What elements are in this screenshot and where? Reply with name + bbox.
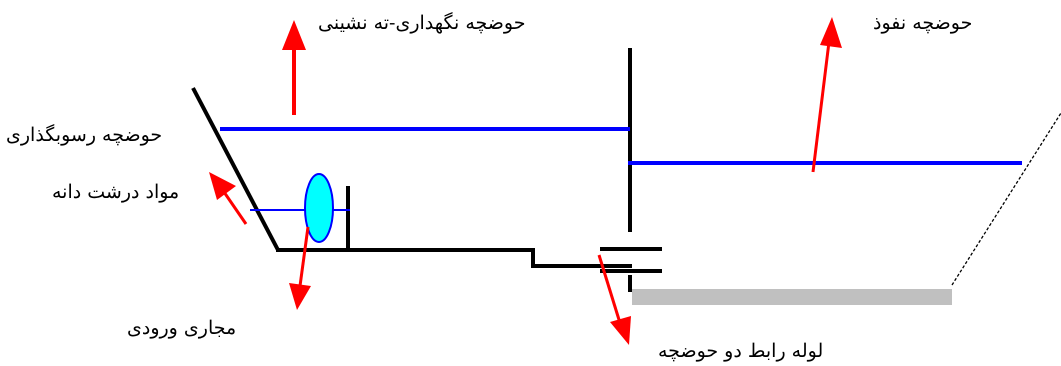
label-infiltration-basin: حوضچه نفوذ <box>873 12 973 34</box>
sedimentation-basin-left-wall <box>191 87 280 251</box>
label-coarse-material: مواد درشت دانه <box>52 181 180 203</box>
arrow-coarse-material <box>209 172 248 225</box>
label-sedimentation-basin: حوضچه رسوبگذاری <box>6 124 163 146</box>
basin-floor <box>276 248 632 268</box>
arrow-storage-label <box>282 20 306 115</box>
infiltration-bed <box>632 289 952 305</box>
label-storage-settling-basin: حوضچه نگهداری-ته نشینی <box>318 12 526 34</box>
arrow-infiltration-label <box>811 17 842 173</box>
arrow-connecting-pipe <box>597 254 631 345</box>
inlet-channel-ellipse <box>304 173 334 243</box>
infiltration-basin-right-slope <box>951 112 1061 286</box>
label-connecting-pipe: لوله رابط دو حوضچه <box>658 340 824 362</box>
arrow-inlet-channel <box>289 226 311 310</box>
label-inlet-channel: مجاری ورودی <box>127 317 237 339</box>
